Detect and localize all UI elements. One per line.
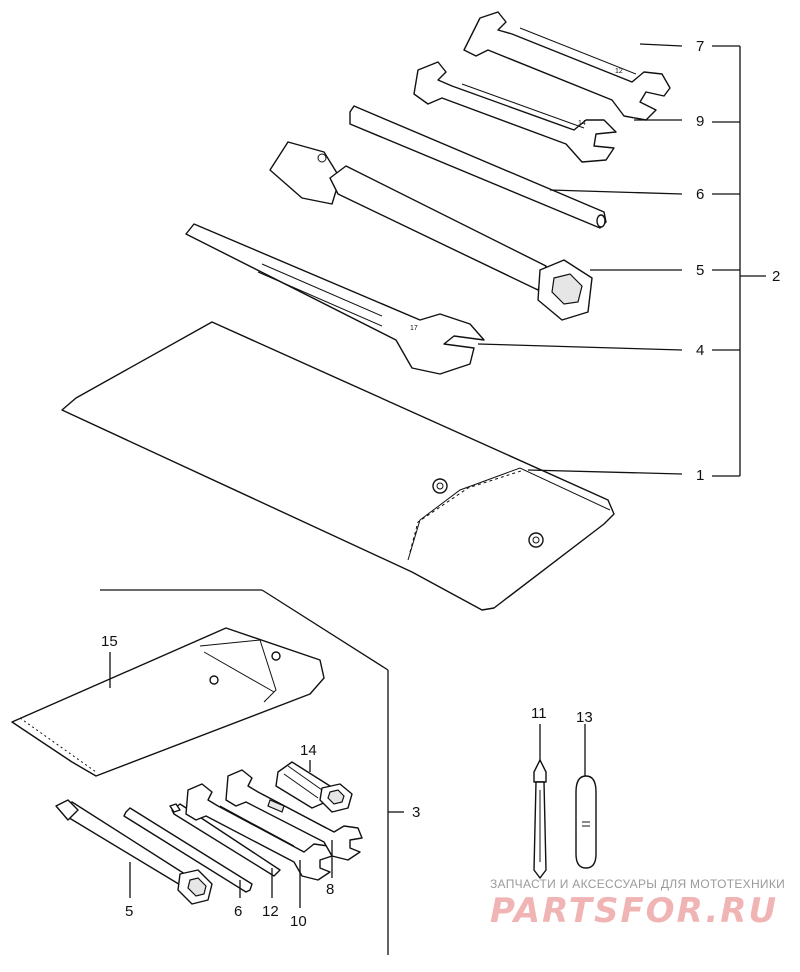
- tool-pouch-part-1: [61, 321, 615, 611]
- callout-14: 14: [300, 742, 317, 759]
- callout-6-bottom: 6: [234, 903, 242, 920]
- screwdriver-part-12: [169, 803, 281, 877]
- wrench-part-7: 12: [463, 11, 671, 121]
- callout-6-top: 6: [696, 186, 704, 203]
- bar-part-6-bottom: [123, 807, 253, 893]
- watermark-tagline: ЗАПЧАСТИ И АКСЕССУАРЫ ДЛЯ МОТОТЕХНИКИ: [490, 877, 785, 891]
- callout-2: 2: [772, 268, 780, 285]
- wrench-part-10: [185, 783, 333, 881]
- box-wrench-part-5-bottom: [55, 799, 213, 905]
- callout-12: 12: [262, 903, 279, 920]
- leader-lines-bottom-set: [100, 589, 404, 955]
- callout-11: 11: [531, 705, 547, 722]
- callout-4: 4: [696, 342, 704, 359]
- callout-5-bottom: 5: [125, 903, 133, 920]
- tool-pouch-part-15: [11, 627, 325, 777]
- wrench-part-4: 17: [185, 223, 485, 375]
- callout-7: 7: [696, 38, 704, 55]
- svg-text:14: 14: [578, 120, 586, 127]
- bar-part-6: [349, 105, 607, 229]
- watermark: ЗАПЧАСТИ И АКСЕССУАРЫ ДЛЯ МОТОТЕХНИКИ PA…: [490, 877, 785, 931]
- callout-13: 13: [576, 709, 593, 726]
- wrench-part-9: 14: [413, 61, 617, 163]
- callout-15: 15: [101, 633, 118, 650]
- capsule-part-13: [575, 724, 597, 869]
- callout-8: 8: [326, 881, 334, 898]
- handle-part-14: [275, 761, 353, 813]
- callout-5-top: 5: [696, 262, 704, 279]
- svg-text:17: 17: [410, 325, 418, 332]
- callout-1: 1: [696, 467, 704, 484]
- box-wrench-part-5: [269, 141, 593, 321]
- callout-3: 3: [412, 804, 420, 821]
- watermark-logo: PARTSFOR.RU: [490, 891, 778, 931]
- leader-lines-top: [477, 43, 766, 477]
- leader-lines-bottom: [109, 652, 333, 908]
- callout-9: 9: [696, 113, 704, 130]
- wrench-part-8: [225, 769, 363, 861]
- svg-text:12: 12: [615, 68, 623, 75]
- screwdriver-part-11: [533, 724, 547, 879]
- callout-10: 10: [290, 913, 307, 930]
